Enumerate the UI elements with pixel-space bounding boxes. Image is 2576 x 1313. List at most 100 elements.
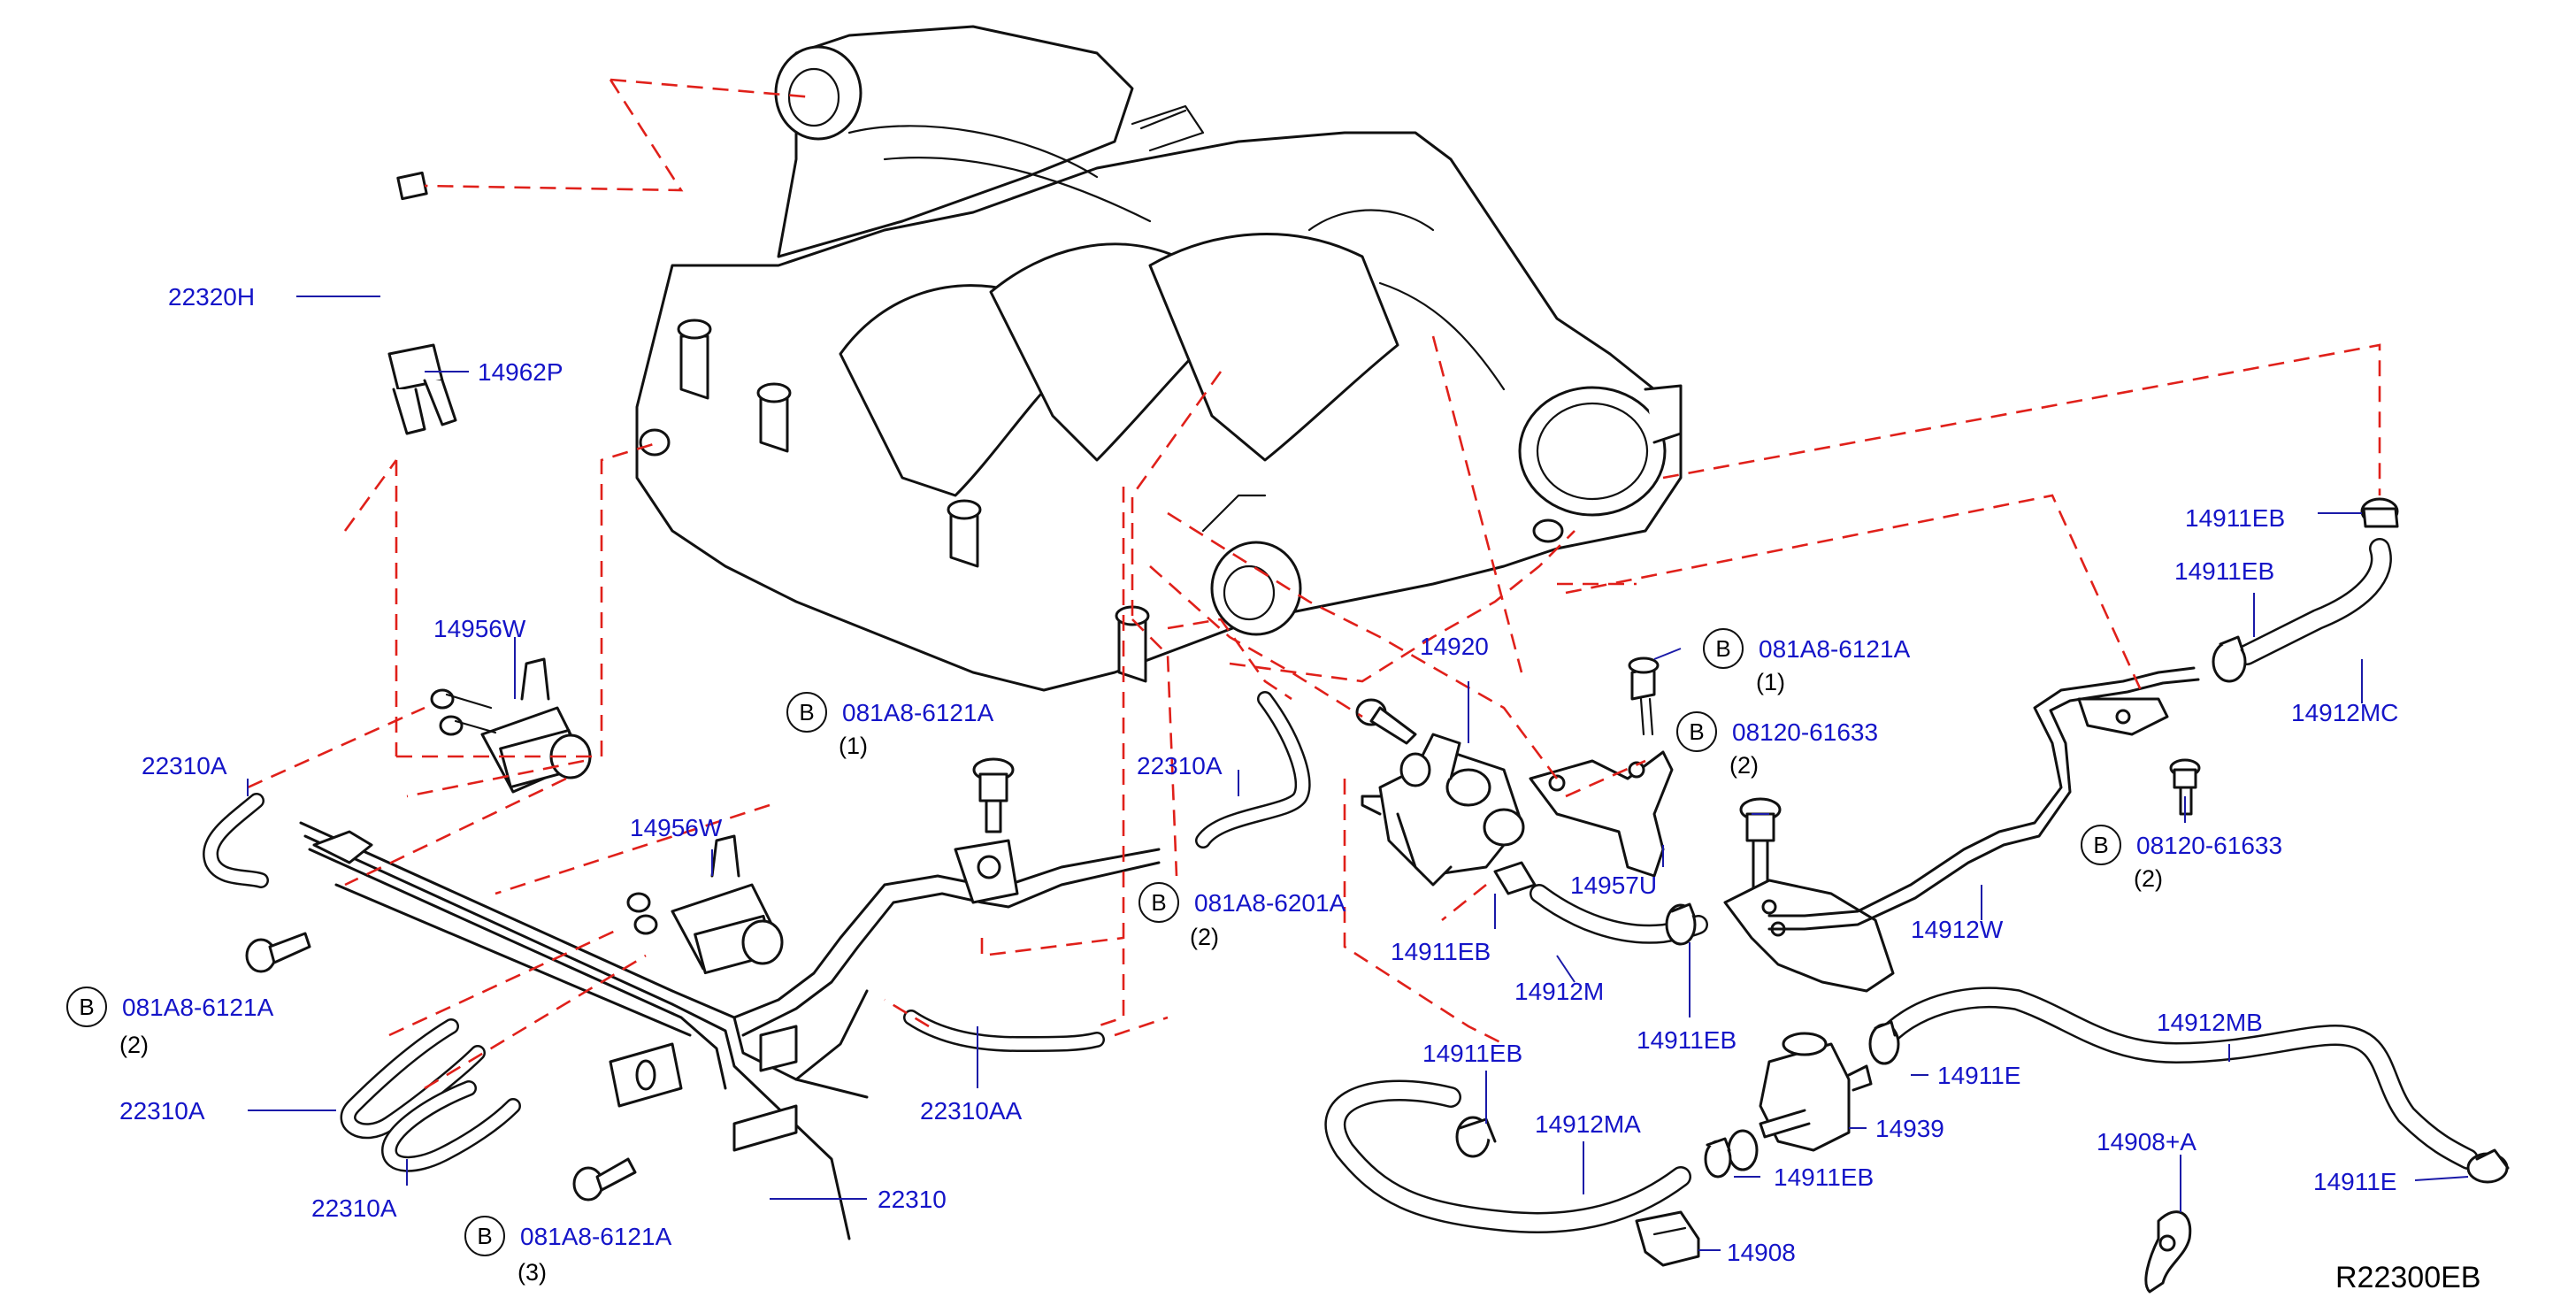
- badge-circle: [1138, 882, 1179, 923]
- clamps-14911EB-mc: [2212, 497, 2399, 683]
- label-14911EB-d: 14911EB: [1637, 1026, 1736, 1054]
- bolt-part-number: 081A8-6121A: [1759, 635, 1911, 663]
- hose-14912MA: [1324, 1079, 1691, 1233]
- label-22310A-lower-1: 22310A: [119, 1097, 205, 1125]
- bolt-08120-61633-right: [2169, 758, 2201, 816]
- label-14912MA: 14912MA: [1535, 1110, 1641, 1138]
- clip-14908A: [2144, 1210, 2192, 1294]
- bolt-callout-3: B 08120-61633 (2): [1676, 711, 1878, 779]
- hose-22310AA: [903, 1010, 1105, 1053]
- label-14912MC: 14912MC: [2291, 699, 2398, 726]
- valve-14939: [1727, 1032, 1873, 1171]
- clamps-14911EB-lower: [1704, 1137, 1732, 1179]
- label-22320H: 22320H: [168, 283, 255, 311]
- leader-lines: [247, 296, 2469, 1251]
- label-14911EB-b: 14911EB: [2174, 557, 2274, 585]
- label-22310A-right: 22310A: [1137, 752, 1223, 779]
- bolt-part-number: 08120-61633: [1732, 718, 1878, 746]
- clip-14962P: [387, 343, 457, 435]
- badge-circle: [1676, 711, 1717, 752]
- label-14911EB-f: 14911EB: [1774, 1163, 1874, 1191]
- vacuum-tube-assembly-22310: [299, 821, 1161, 1240]
- label-22310A-left: 22310A: [142, 752, 227, 779]
- valve-14920: [1361, 733, 1525, 887]
- label-14911E-upper: 14911E: [1937, 1062, 2020, 1089]
- tube-14912W: [1767, 666, 2200, 931]
- label-14956W-upper: 14956W: [433, 615, 526, 642]
- label-14912W: 14912W: [1911, 916, 2004, 943]
- bolt-part-number: 08120-61633: [2136, 832, 2282, 859]
- assembly-guide-lines: [247, 78, 2381, 1090]
- bolt-081A8-6121A-bottom: [572, 1157, 637, 1202]
- label-22310A-lower-2: 22310A: [311, 1194, 397, 1222]
- badge-letter: B: [799, 699, 814, 726]
- label-14920: 14920: [1420, 633, 1489, 660]
- bracket-14957U: [1529, 750, 1674, 878]
- clamps-14911E: [1868, 1020, 2510, 1184]
- label-14908: 14908: [1727, 1239, 1796, 1266]
- bolt-quantity: (1): [839, 733, 868, 759]
- label-14908A: 14908+A: [2097, 1128, 2196, 1156]
- diagram-reference-code: R22300EB: [2335, 1261, 2480, 1294]
- bolt-quantity: (3): [518, 1259, 547, 1286]
- badge-letter: B: [1151, 889, 1166, 916]
- hose-14912MB: [1874, 987, 2479, 1170]
- label-14912MB: 14912MB: [2157, 1009, 2263, 1036]
- badge-letter: B: [477, 1223, 492, 1249]
- clamp-14911EB-m: [1493, 861, 1697, 946]
- bracket-14912W: [1723, 879, 1895, 993]
- label-14957U: 14957U: [1570, 871, 1657, 899]
- bolt-quantity: (1): [1756, 669, 1785, 695]
- bolt-callout-2: B 081A8-6121A (1): [786, 692, 994, 759]
- label-14912M: 14912M: [1514, 978, 1604, 1005]
- bolt-callout-4: B 08120-61633 (2): [2081, 825, 2282, 892]
- bolt-callout-1: B 081A8-6121A (1): [1703, 628, 1911, 695]
- clamp-14911EB-ma: [1455, 1116, 1497, 1158]
- part-labels: 22320H 14962P 14956W 22310A 14956W 22310…: [119, 283, 2398, 1266]
- bolt-081A8-6121A-top: [1628, 656, 1660, 736]
- bolt-quantity: (2): [2134, 865, 2163, 892]
- bolt-081A8-6121A-left: [245, 932, 311, 973]
- bolt-callout-6: B 081A8-6121A (2): [66, 987, 274, 1058]
- bolt-part-number: 081A8-6121A: [842, 699, 994, 726]
- badge-circle: [786, 692, 827, 733]
- badge-letter: B: [1689, 718, 1704, 745]
- label-14956W-lower: 14956W: [630, 814, 723, 841]
- bolt-quantity: (2): [1190, 924, 1219, 950]
- badge-circle: [66, 987, 107, 1027]
- hose-22320H: [200, 171, 428, 638]
- hose-22310A-right: [1195, 691, 1311, 848]
- badge-circle: [464, 1216, 505, 1256]
- label-14962P: 14962P: [478, 358, 564, 386]
- badge-circle: [2081, 825, 2121, 865]
- label-14911EB-a: 14911EB: [2185, 504, 2285, 532]
- intake-manifold: [635, 25, 1683, 692]
- label-14911EB-c: 14911EB: [1391, 938, 1491, 965]
- solenoid-valve-14956W-upper: [430, 657, 592, 794]
- label-22310AA: 22310AA: [920, 1097, 1023, 1125]
- bolt-callout-5: B 081A8-6201A (2): [1138, 882, 1346, 950]
- badge-letter: B: [2093, 832, 2108, 858]
- hose-22310A-lower-1: [340, 1018, 486, 1140]
- bolt-quantity: (2): [119, 1032, 149, 1058]
- bolt-part-number: 081A8-6201A: [1194, 889, 1346, 917]
- badge-circle: [1703, 628, 1744, 669]
- bolt-081A8-6201A: [1355, 698, 1417, 745]
- badge-letter: B: [1715, 635, 1730, 662]
- label-14911EB-e: 14911EB: [1422, 1040, 1522, 1067]
- hose-22310A-lower-2: [380, 1080, 521, 1172]
- bolt-part-number: 081A8-6121A: [122, 994, 274, 1021]
- label-14939: 14939: [1875, 1115, 1944, 1142]
- hose-14912MC: [2236, 538, 2392, 665]
- badge-letter: B: [79, 994, 94, 1020]
- label-22310: 22310: [878, 1186, 947, 1213]
- bolt-08120-61633-mid: [1739, 797, 1782, 895]
- label-14911E-right: 14911E: [2313, 1168, 2396, 1195]
- solenoid-valve-14956W-lower: [626, 834, 784, 975]
- bolt-callout-7: B 081A8-6121A (3): [464, 1216, 672, 1286]
- bolt-quantity: (2): [1729, 752, 1759, 779]
- clip-14908: [1635, 1210, 1700, 1267]
- hose-22310A-left: [203, 793, 269, 888]
- bolt-part-number: 081A8-6121A: [520, 1223, 672, 1250]
